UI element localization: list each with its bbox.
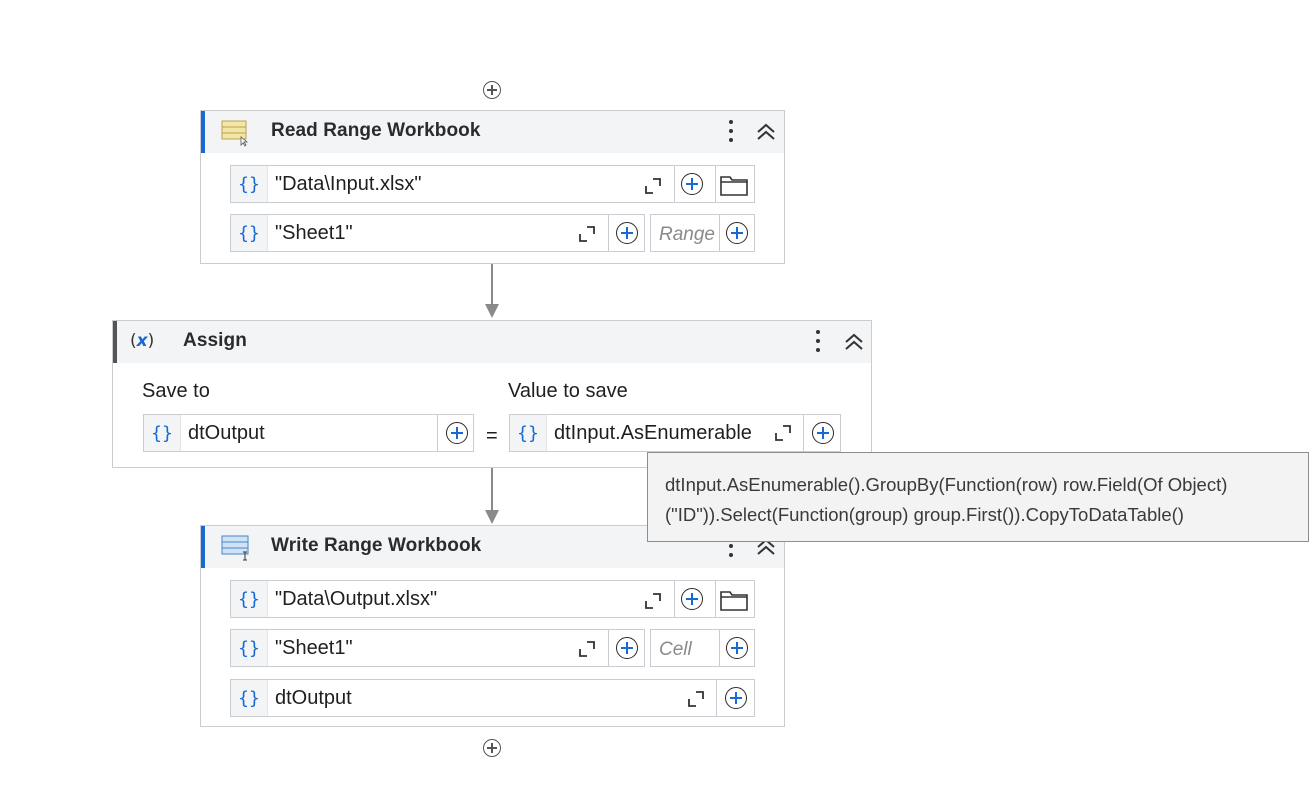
expand-editor-icon[interactable] xyxy=(686,689,706,709)
expression-braces-icon: {} xyxy=(231,166,268,202)
cell-placeholder[interactable]: Cell xyxy=(659,639,692,660)
expand-editor-icon[interactable] xyxy=(773,423,793,443)
excel-read-range-icon xyxy=(221,120,249,147)
variable-x-icon: (x) xyxy=(130,331,155,351)
assign-title: Assign xyxy=(183,330,247,351)
value-to-save-value[interactable]: dtInput.AsEnumerable xyxy=(554,421,752,444)
expand-editor-icon[interactable] xyxy=(643,591,663,611)
range-field[interactable]: Range xyxy=(650,214,755,252)
expression-braces-icon: {} xyxy=(231,630,268,666)
workbook-path-value[interactable]: "Data\Input.xlsx" xyxy=(275,172,422,195)
plus-circle-icon[interactable] xyxy=(681,588,703,610)
read-range-workbook-activity[interactable]: Read Range Workbook {} "Data\Input.xlsx"… xyxy=(200,110,785,264)
sheet-add-field[interactable] xyxy=(609,629,645,667)
datatable-field[interactable]: {} dtOutput xyxy=(230,679,755,717)
range-placeholder[interactable]: Range xyxy=(659,224,715,245)
connector-arrow xyxy=(485,264,499,318)
plus-circle-icon[interactable] xyxy=(616,637,638,659)
folder-icon[interactable] xyxy=(719,588,749,612)
plus-circle-icon[interactable] xyxy=(812,422,834,444)
add-activity-top-icon[interactable] xyxy=(483,81,501,99)
workbook-path-value[interactable]: "Data\Output.xlsx" xyxy=(275,587,438,610)
write-range-workbook-activity[interactable]: Write Range Workbook {} "Data\Output.xls… xyxy=(200,525,785,727)
plus-circle-icon[interactable] xyxy=(726,222,748,244)
expression-tooltip: dtInput.AsEnumerable().GroupBy(Function(… xyxy=(647,452,1309,542)
folder-icon[interactable] xyxy=(719,173,749,197)
excel-write-range-icon xyxy=(221,535,249,561)
read-range-header[interactable]: Read Range Workbook xyxy=(201,111,784,153)
sheet-name-field[interactable]: {} "Sheet1" xyxy=(230,214,609,252)
expression-braces-icon: {} xyxy=(231,215,268,251)
tooltip-line-1: dtInput.AsEnumerable().GroupBy(Function(… xyxy=(665,474,1228,495)
plus-circle-icon[interactable] xyxy=(726,637,748,659)
save-to-label: Save to xyxy=(142,380,210,402)
datatable-value[interactable]: dtOutput xyxy=(275,686,352,709)
sheet-name-field[interactable]: {} "Sheet1" xyxy=(230,629,609,667)
plus-circle-icon[interactable] xyxy=(681,173,703,195)
expression-braces-icon: {} xyxy=(144,415,181,451)
sheet-name-value[interactable]: "Sheet1" xyxy=(275,221,353,244)
plus-circle-icon[interactable] xyxy=(446,422,468,444)
connector-arrow xyxy=(485,468,499,524)
more-vertical-icon[interactable] xyxy=(815,329,821,355)
more-vertical-icon[interactable] xyxy=(728,119,734,145)
read-range-title: Read Range Workbook xyxy=(271,120,481,141)
assign-header[interactable]: (x) Assign xyxy=(113,321,871,363)
expand-editor-icon[interactable] xyxy=(577,224,597,244)
expression-braces-icon: {} xyxy=(231,581,268,617)
equals-sign: = xyxy=(486,425,498,447)
expression-braces-icon: {} xyxy=(510,415,547,451)
add-activity-bottom-icon[interactable] xyxy=(483,739,501,757)
write-range-title: Write Range Workbook xyxy=(271,535,482,556)
assign-activity[interactable]: (x) Assign Save to Value to save {} dtOu… xyxy=(112,320,872,468)
cell-field[interactable]: Cell xyxy=(650,629,755,667)
plus-circle-icon[interactable] xyxy=(725,687,747,709)
expand-editor-icon[interactable] xyxy=(643,176,663,196)
expand-editor-icon[interactable] xyxy=(577,639,597,659)
value-to-save-field[interactable]: {} dtInput.AsEnumerable xyxy=(509,414,841,452)
collapse-chevron-icon[interactable] xyxy=(843,331,865,353)
write-range-header[interactable]: Write Range Workbook xyxy=(201,526,784,568)
save-to-value[interactable]: dtOutput xyxy=(188,421,265,444)
sheet-name-value[interactable]: "Sheet1" xyxy=(275,636,353,659)
save-to-field[interactable]: {} dtOutput xyxy=(143,414,474,452)
sheet-add-field[interactable] xyxy=(609,214,645,252)
plus-circle-icon[interactable] xyxy=(616,222,638,244)
tooltip-line-2: ("ID")).Select(Function(group) group.Fir… xyxy=(665,504,1184,525)
expression-braces-icon: {} xyxy=(231,680,268,716)
workbook-path-field[interactable]: {} "Data\Output.xlsx" xyxy=(230,580,755,618)
collapse-chevron-icon[interactable] xyxy=(755,121,777,143)
workbook-path-field[interactable]: {} "Data\Input.xlsx" xyxy=(230,165,755,203)
value-to-save-label: Value to save xyxy=(508,380,628,402)
